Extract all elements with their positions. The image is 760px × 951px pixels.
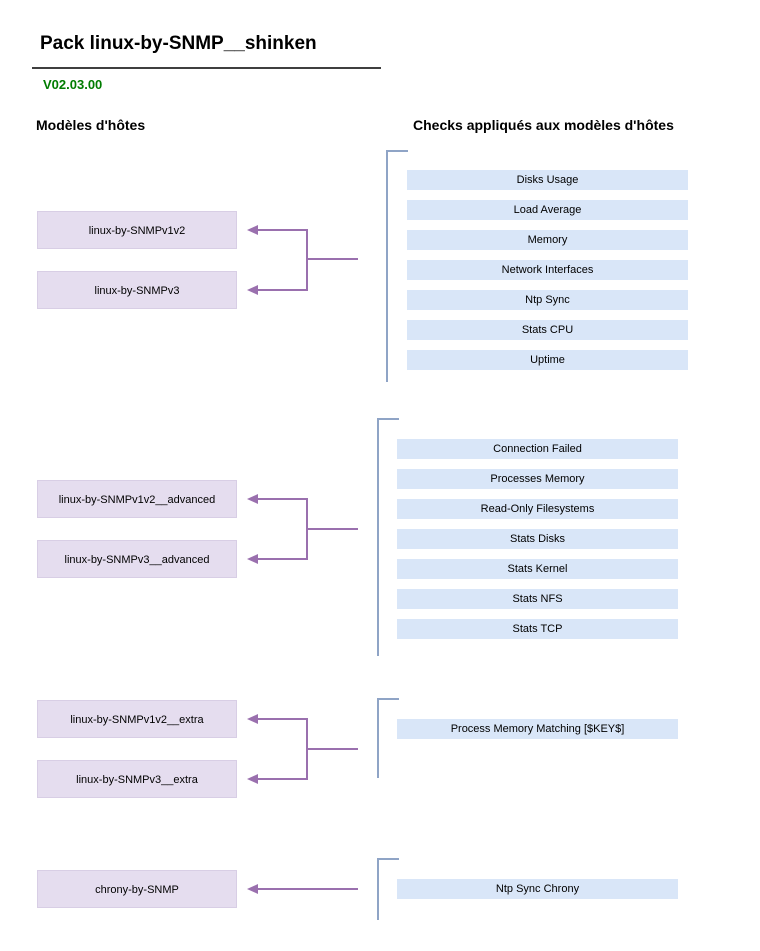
check-box: Stats CPU (407, 320, 688, 340)
host-template-box: linux-by-SNMPv3 (37, 271, 237, 309)
group-bracket (379, 858, 399, 860)
connector-line (308, 258, 358, 260)
connector-line (306, 498, 308, 560)
connector-line (306, 718, 308, 780)
host-template-box: linux-by-SNMPv3__extra (37, 760, 237, 798)
group-bracket (386, 150, 388, 382)
group-bracket (377, 418, 379, 656)
check-box: Ntp Sync (407, 290, 688, 310)
connector-line (257, 229, 308, 231)
host-template-box: linux-by-SNMPv1v2 (37, 211, 237, 249)
checks-column-header: Checks appliqués aux modèles d'hôtes (413, 117, 674, 133)
host-template-box: linux-by-SNMPv1v2__extra (37, 700, 237, 738)
arrowhead-left-icon (247, 285, 258, 295)
connector-line (257, 558, 308, 560)
connector-line (306, 229, 308, 291)
arrowhead-left-icon (247, 774, 258, 784)
check-box: Stats NFS (397, 589, 678, 609)
check-box: Network Interfaces (407, 260, 688, 280)
arrowhead-left-icon (247, 494, 258, 504)
group-bracket (379, 698, 399, 700)
check-box: Stats Disks (397, 529, 678, 549)
check-box: Stats Kernel (397, 559, 678, 579)
check-box: Connection Failed (397, 439, 678, 459)
connector-line (308, 528, 358, 530)
group-bracket (377, 698, 379, 778)
check-box: Load Average (407, 200, 688, 220)
connector-line (308, 748, 358, 750)
check-box: Memory (407, 230, 688, 250)
check-box: Ntp Sync Chrony (397, 879, 678, 899)
hosts-column-header: Modèles d'hôtes (36, 117, 146, 133)
arrowhead-left-icon (247, 714, 258, 724)
connector-line (257, 289, 308, 291)
connector-line (257, 778, 308, 780)
group-bracket (377, 858, 379, 920)
arrowhead-left-icon (247, 554, 258, 564)
check-box: Read-Only Filesystems (397, 499, 678, 519)
check-box: Disks Usage (407, 170, 688, 190)
connector-line (257, 718, 308, 720)
arrowhead-left-icon (247, 884, 258, 894)
group-bracket (388, 150, 408, 152)
connector-line (257, 498, 308, 500)
host-template-box: linux-by-SNMPv3__advanced (37, 540, 237, 578)
host-template-box: linux-by-SNMPv1v2__advanced (37, 480, 237, 518)
host-template-box: chrony-by-SNMP (37, 870, 237, 908)
check-box: Process Memory Matching [$KEY$] (397, 719, 678, 739)
version-label: V02.03.00 (43, 77, 103, 92)
title-underline (32, 67, 381, 69)
group-bracket (379, 418, 399, 420)
check-box: Uptime (407, 350, 688, 370)
connector-line (257, 888, 358, 890)
check-box: Stats TCP (397, 619, 678, 639)
arrowhead-left-icon (247, 225, 258, 235)
page-title: Pack linux-by-SNMP__shinken (40, 33, 317, 54)
check-box: Processes Memory (397, 469, 678, 489)
